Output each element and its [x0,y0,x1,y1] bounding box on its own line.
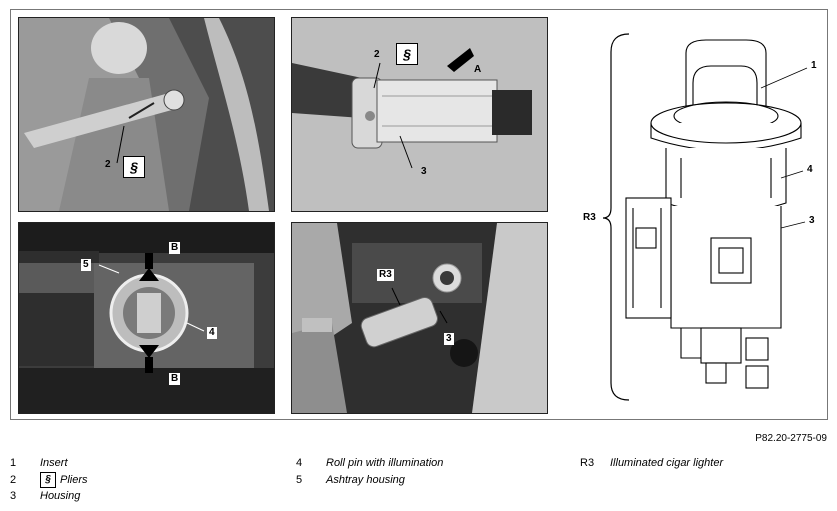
legend-column-1: 1 Insert 2 § Pliers 3 Housing [10,455,88,505]
legend-column-2: 4 Roll pin with illumination 5 Ashtray h… [296,455,443,488]
callout-4: 4 [807,164,813,175]
callout-5: 5 [81,259,91,271]
callout-3: 3 [421,166,427,177]
photo-lighter-pliers-image [292,18,547,211]
legend-text: Insert [40,457,68,469]
photo-remove-insert-image [19,18,274,211]
legend-num: 5 [296,473,303,486]
legend-num: 1 [10,457,17,469]
legend-item-3: 3 Housing [10,488,88,505]
legend-num: R3 [580,457,595,469]
photo-ashtray-housing-image [19,223,274,413]
legend-num: 4 [296,457,303,469]
photo-ashtray-housing: 5 B 4 B [18,222,275,414]
legend-text: Illuminated cigar lighter [610,457,724,469]
callout-r3: R3 [377,269,394,281]
pliers-icon: § [396,43,418,65]
callout-3: 3 [809,215,815,226]
legend-text: Pliers [60,473,88,486]
pliers-icon: § [40,471,56,488]
callout-3: 3 [444,333,454,345]
callout-b-top: B [169,242,181,254]
callout-b-bottom: B [169,373,181,385]
legend-column-3: R3 Illuminated cigar lighter [580,455,723,472]
callout-2: 2 [105,159,111,170]
lighter-diagram-drawing [602,33,808,401]
callout-2: 2 [374,49,380,60]
photo-install-lighter-image [292,223,547,413]
callout-4: 4 [207,327,217,339]
figure-reference: P82.20-2775-09 [755,433,827,444]
figure-frame: 2 § 2 § A 3 [10,9,828,420]
legend-item-2: 2 § Pliers [10,471,88,489]
callout-a: A [474,64,482,75]
legend-item-4: 4 Roll pin with illumination [296,455,443,472]
photo-install-lighter: R3 3 [291,222,548,414]
callout-1: 1 [811,60,817,71]
legend-text: Ashtray housing [326,473,405,486]
legend-text: Roll pin with illumination [326,457,444,469]
callout-r3: R3 [583,212,596,223]
legend-text: Housing [40,490,81,502]
legend-item-1: 1 Insert [10,455,88,472]
legend-num: 2 [10,473,17,486]
pliers-icon: § [123,156,145,178]
photo-remove-insert: 2 § [18,17,275,212]
photo-lighter-pliers: 2 § A 3 [291,17,548,212]
legend-item-r3: R3 Illuminated cigar lighter [580,455,723,472]
lighter-diagram: 1 4 3 R3 [581,28,821,408]
legend-num: 3 [10,490,17,502]
legend-item-5: 5 Ashtray housing [296,472,443,489]
